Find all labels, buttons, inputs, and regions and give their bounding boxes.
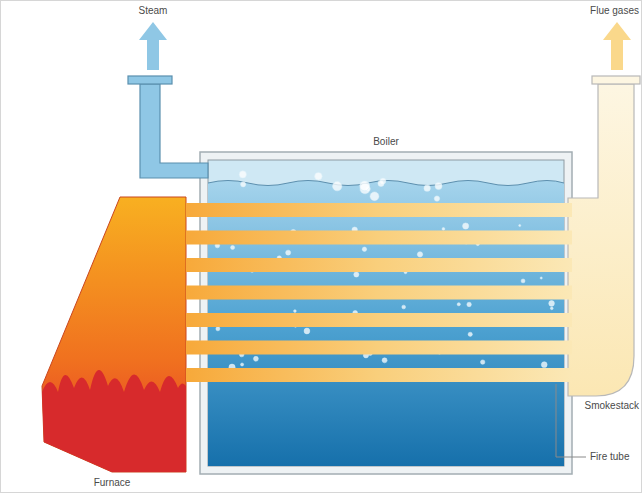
fire-tube [186,313,572,327]
fire-tube [186,341,572,355]
bubble [424,185,430,191]
steam-label: Steam [139,5,168,17]
bubble [468,332,472,336]
fire-tube [186,286,572,300]
bubble [382,358,387,363]
bubble [333,182,342,191]
smokestack [568,84,634,396]
bubble [521,279,525,283]
bubble [294,310,297,313]
bubble [286,250,291,255]
bubble [354,272,359,277]
fire-tubes [186,203,572,382]
steam-pipe [140,84,208,178]
bubble [480,360,484,364]
bubble [463,223,469,229]
steam-flange [128,76,172,84]
leader-line [556,384,586,457]
bubble [519,224,521,226]
flue-gases-label: Flue gases [590,5,639,17]
bubble [304,328,310,334]
bubble [435,183,442,190]
bubble [231,245,235,249]
bubble [378,180,384,186]
bubble [434,196,439,201]
flames [42,370,186,472]
stack-flange [592,76,640,84]
bubble [362,247,366,251]
bubble [417,252,422,257]
furnace [42,197,186,472]
fire-tube-label: Fire tube [590,451,629,463]
bubble [360,181,370,191]
furnace-label: Furnace [94,477,131,489]
bubble [253,356,258,361]
bubble [402,305,406,309]
fire-tube [186,368,572,382]
bubble [315,172,323,180]
fire-tube [186,231,572,245]
bubble [541,362,547,368]
steam-arrow [139,22,167,70]
bubble [457,303,460,306]
bubble [216,327,220,331]
bubble [550,307,553,310]
smokestack-label: Smokestack [585,400,639,412]
bubble [540,277,542,279]
bubble [239,171,246,178]
bubble [370,192,379,201]
fire-tube [186,258,572,272]
fire-tube [186,203,572,217]
boiler-label: Boiler [373,136,399,148]
bubble [442,228,445,231]
bubble [241,182,246,187]
bubble [549,301,555,307]
flue-arrow [603,22,631,70]
bubble [241,363,244,366]
bubble [467,302,471,306]
